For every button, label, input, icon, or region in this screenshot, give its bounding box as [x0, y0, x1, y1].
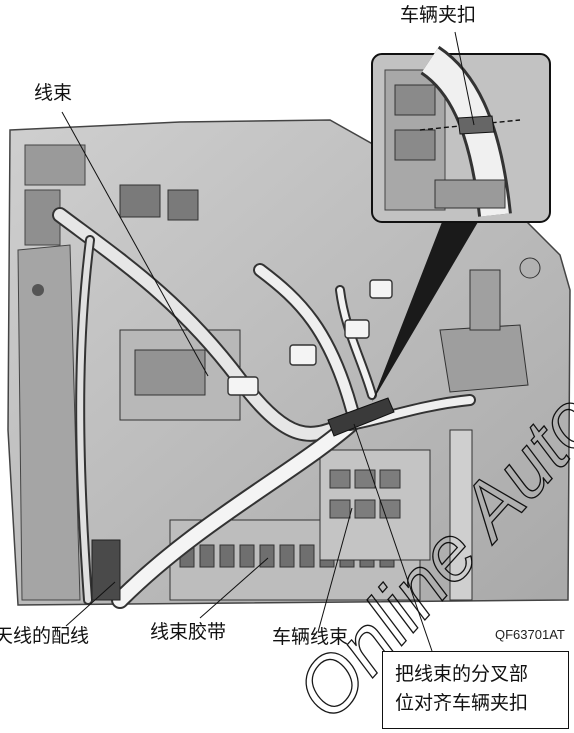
label-harness-tape: 线束胶带 [150, 621, 227, 643]
callout-line-1: 把线束的分叉部 [395, 663, 529, 685]
main-view [7, 119, 571, 609]
callout-box: 把线束的分叉部 位对齐车辆夹扣 [382, 651, 569, 729]
inset-detail-view [371, 45, 551, 402]
label-harness: 线束 [34, 82, 73, 104]
figure-code: QF63701AT [495, 627, 565, 642]
label-vehicle-harness: 车辆线束 [272, 626, 349, 648]
leader-lines [61, 31, 475, 652]
label-vehicle-clip: 车辆夹扣 [400, 4, 477, 26]
callout-line-2: 位对齐车辆夹扣 [395, 692, 529, 714]
label-antenna-wire: 天线的配线 [0, 625, 90, 647]
